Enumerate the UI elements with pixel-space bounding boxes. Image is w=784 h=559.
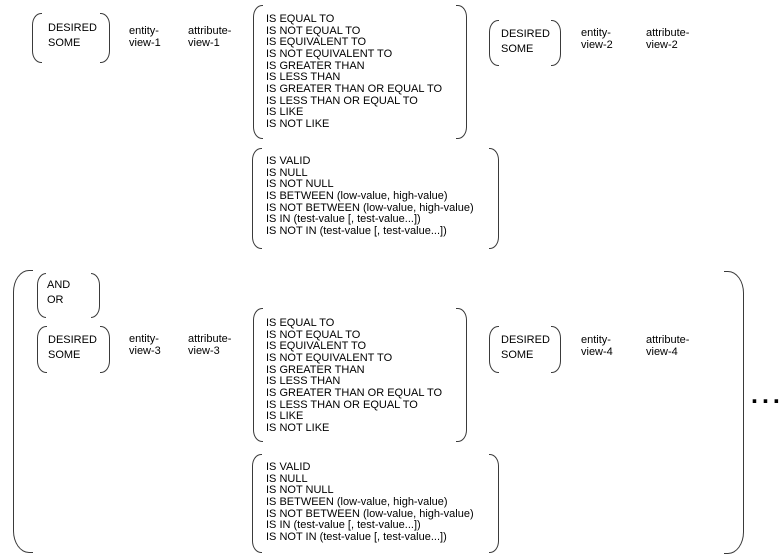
- option-line: DESIRED: [501, 334, 550, 346]
- close-paren: [551, 20, 561, 66]
- close-paren: [456, 308, 467, 442]
- option-line: entity-: [129, 25, 159, 37]
- option-line: IS BETWEEN (low-value, high-value): [266, 189, 448, 202]
- option-line: entity-: [581, 27, 611, 39]
- option-line: view-4: [581, 346, 613, 358]
- close-paren: [489, 148, 499, 249]
- option-line: IS NOT LIKE: [266, 117, 330, 130]
- option-line: IS LESS THAN OR EQUAL TO: [266, 94, 418, 107]
- option-line: IS EQUIVALENT TO: [266, 36, 367, 49]
- quantifier-choice-3: DESIRED SOME: [48, 333, 97, 363]
- option-line: IS LESS THAN OR EQUAL TO: [266, 398, 418, 411]
- option-line: IS EQUIVALENT TO: [266, 340, 367, 353]
- continuation-ellipsis: ...: [751, 381, 784, 409]
- option-line: IS BETWEEN (low-value, high-value): [266, 495, 448, 508]
- close-paren: [456, 5, 467, 139]
- close-paren: [489, 454, 499, 553]
- option-line: IS IN (test-value [, test-value...]): [266, 519, 421, 532]
- group-close-paren: [724, 271, 744, 554]
- option-line: IS IN (test-value [, test-value...]): [266, 213, 421, 226]
- option-line: IS NULL: [266, 166, 308, 179]
- open-paren: [253, 308, 263, 442]
- option-line: SOME: [501, 349, 534, 361]
- attribute-view-3-label: attribute-view-3: [188, 333, 231, 357]
- option-line: SOME: [501, 43, 534, 55]
- option-line: IS EQUAL TO: [266, 317, 335, 329]
- option-line: IS VALID: [266, 155, 311, 167]
- open-paren: [37, 273, 46, 318]
- open-paren: [489, 326, 499, 373]
- attribute-view-1-label: attribute-view-1: [188, 25, 231, 49]
- option-line: attribute-: [188, 25, 232, 37]
- option-line: IS NOT BETWEEN (low-value, high-value): [266, 201, 474, 214]
- option-line: attribute-: [188, 333, 232, 345]
- entity-view-2-label: entity-view-2: [581, 27, 613, 51]
- option-line: IS NOT EQUAL TO: [266, 24, 361, 37]
- option-line: attribute-: [646, 27, 690, 39]
- open-paren: [37, 326, 47, 373]
- option-line: IS VALID: [266, 461, 311, 473]
- option-line: IS LESS THAN: [266, 71, 341, 84]
- option-line: IS LIKE: [266, 106, 304, 119]
- open-paren: [252, 454, 262, 553]
- entity-view-3-label: entity-view-3: [129, 333, 161, 357]
- open-paren: [253, 5, 263, 139]
- option-line: IS LIKE: [266, 410, 304, 423]
- option-line: view-3: [129, 345, 161, 357]
- option-line: attribute-: [646, 334, 690, 346]
- option-line: IS NULL: [266, 472, 308, 485]
- quantifier-choice-1: DESIRED SOME: [48, 21, 97, 51]
- attribute-view-4-label: attribute-view-4: [646, 334, 689, 358]
- close-paren: [100, 13, 110, 63]
- option-line: IS NOT EQUIVALENT TO: [266, 351, 393, 364]
- option-line: IS LESS THAN: [266, 375, 341, 388]
- option-line: view-4: [646, 346, 678, 358]
- group-open-paren: [13, 270, 33, 553]
- option-line: IS NOT BETWEEN (low-value, high-value): [266, 507, 474, 520]
- option-line: DESIRED: [48, 22, 97, 34]
- close-paren: [100, 326, 110, 373]
- open-paren: [252, 148, 262, 249]
- open-paren: [32, 13, 42, 63]
- entity-view-1-label: entity-view-1: [129, 25, 161, 49]
- option-line: DESIRED: [501, 28, 550, 40]
- close-paren: [551, 326, 561, 373]
- option-line: IS NOT NULL: [266, 484, 334, 497]
- option-line: view-2: [581, 39, 613, 51]
- option-line: view-1: [129, 37, 161, 49]
- option-line: entity-: [129, 333, 159, 345]
- quantifier-choice-2: DESIRED SOME: [501, 27, 550, 57]
- option-line: DESIRED: [48, 334, 97, 346]
- option-line: IS GREATER THAN OR EQUAL TO: [266, 386, 443, 399]
- option-line: IS GREATER THAN: [266, 59, 365, 72]
- connector-choice: AND OR: [47, 278, 70, 308]
- option-line: view-1: [188, 37, 220, 49]
- option-line: SOME: [48, 349, 81, 361]
- option-line: AND: [47, 279, 71, 291]
- option-line: OR: [47, 294, 64, 306]
- option-line: IS EQUAL TO: [266, 13, 335, 25]
- option-line: IS NOT IN (test-value [, test-value...]): [266, 224, 447, 237]
- quantifier-choice-4: DESIRED SOME: [501, 333, 550, 363]
- option-line: IS NOT EQUAL TO: [266, 328, 361, 341]
- option-line: IS NOT LIKE: [266, 421, 330, 434]
- option-line: view-3: [188, 345, 220, 357]
- option-line: IS NOT EQUIVALENT TO: [266, 47, 393, 60]
- option-line: IS GREATER THAN: [266, 363, 365, 376]
- open-paren: [489, 20, 499, 66]
- entity-view-4-label: entity-view-4: [581, 334, 613, 358]
- option-line: IS NOT IN (test-value [, test-value...]): [266, 530, 447, 543]
- option-line: IS GREATER THAN OR EQUAL TO: [266, 82, 443, 95]
- option-line: entity-: [581, 334, 611, 346]
- option-line: IS NOT NULL: [266, 178, 334, 191]
- attribute-view-2-label: attribute-view-2: [646, 27, 689, 51]
- option-line: SOME: [48, 37, 81, 49]
- option-line: view-2: [646, 39, 678, 51]
- close-paren: [91, 273, 100, 318]
